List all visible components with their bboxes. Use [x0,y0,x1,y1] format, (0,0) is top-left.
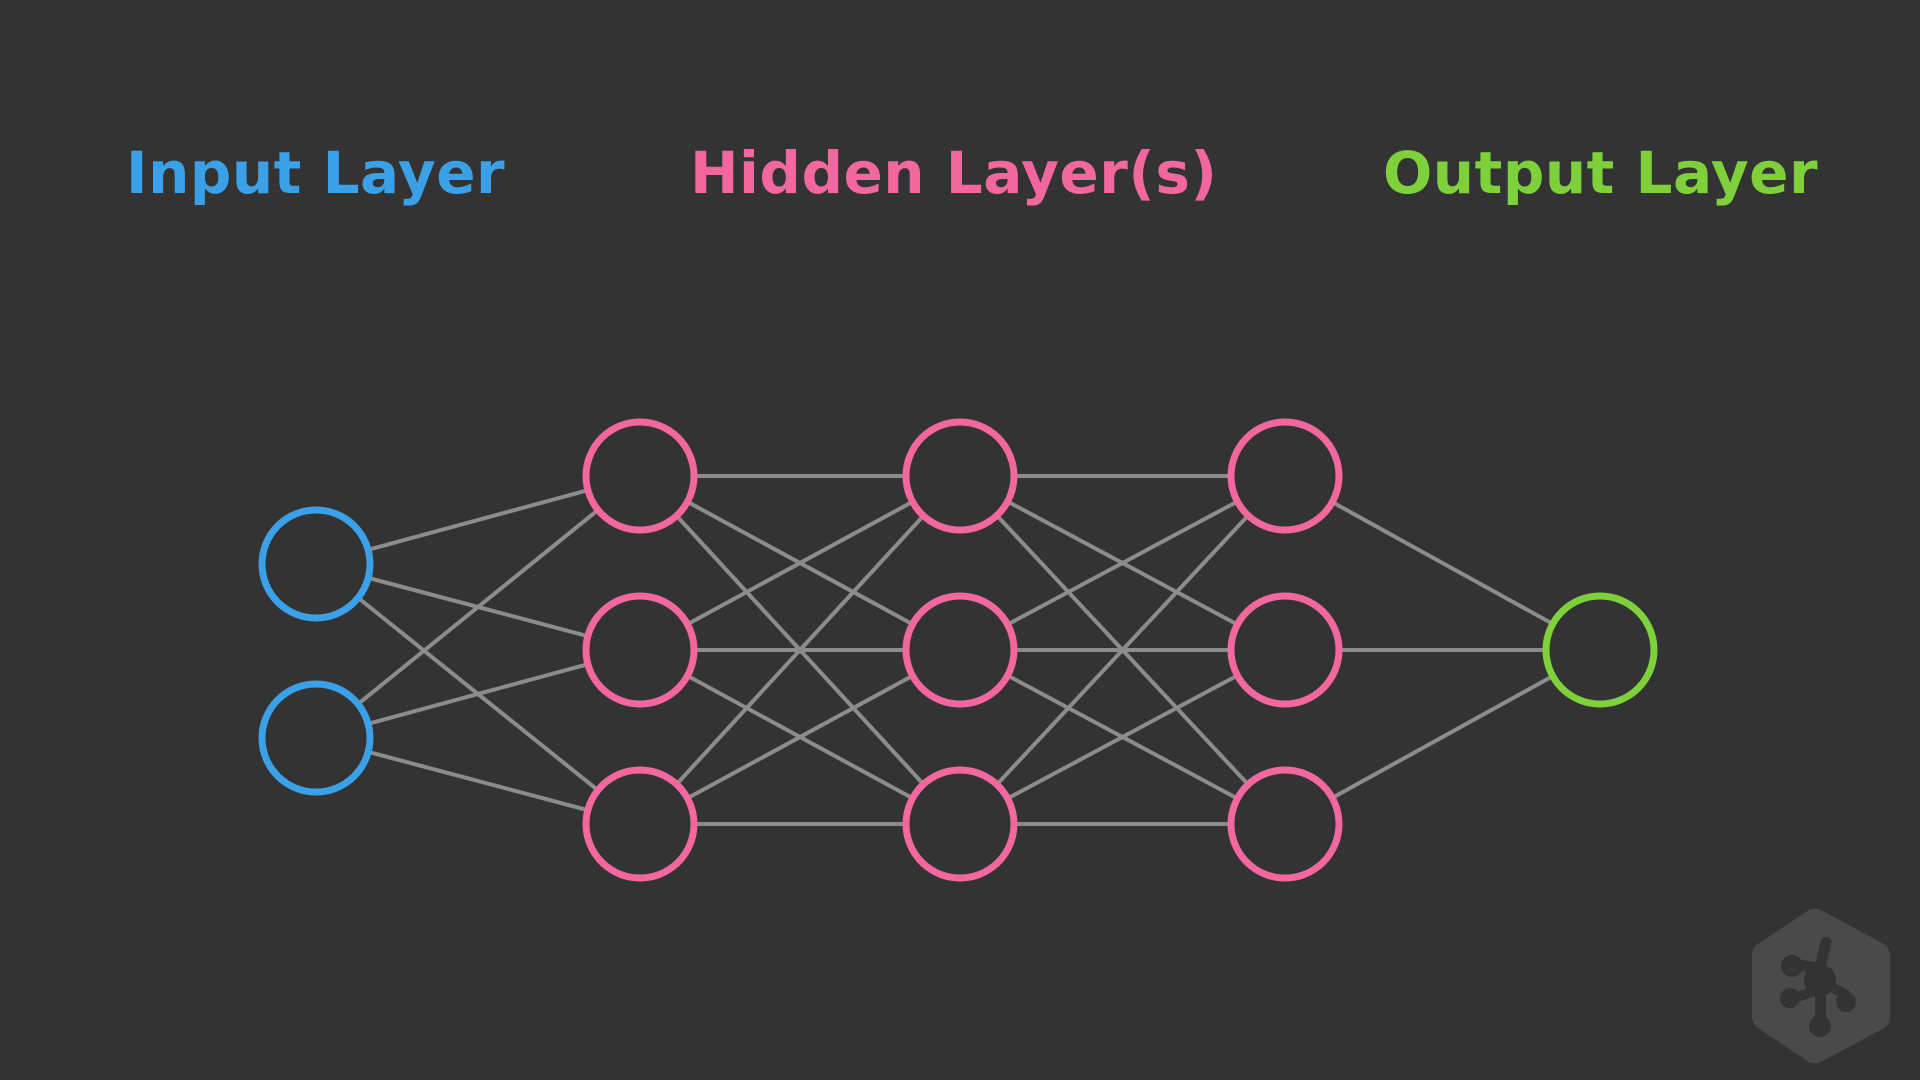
edge-i2-h1_2 [366,662,590,726]
neuron-node-h3_1[interactable] [1227,418,1343,534]
edge-h1_3-h2_2 [685,673,915,801]
hidden-layer-label: Hidden Layer(s) [690,139,1218,207]
edge-h2_3-h3_2 [1005,673,1240,801]
edge-h2_2-h3_1 [1005,499,1240,627]
edges-group [355,474,1555,826]
edge-h3_1-o1 [1330,500,1555,626]
neuron-node-h1_2[interactable] [582,592,698,708]
neuron-node-i2[interactable] [258,680,374,796]
edge-h3_3-o1 [1330,674,1555,800]
neuron-node-h3_2[interactable] [1227,592,1343,708]
neuron-node-h3_3[interactable] [1227,766,1343,882]
neuron-node-h2_1[interactable] [902,418,1018,534]
nodes-group [258,418,1658,882]
edge-h2_3-h3_1 [994,513,1251,787]
edge-i1-h1_1 [366,488,590,552]
neuron-node-h1_3[interactable] [582,766,698,882]
edge-i2-h1_3 [366,749,590,813]
neuron-node-i1[interactable] [258,506,374,622]
edge-i2-h1_1 [355,507,601,707]
neuron-node-h1_1[interactable] [582,418,698,534]
neuron-node-h2_2[interactable] [902,592,1018,708]
neuron-node-o1[interactable] [1542,592,1658,708]
edge-h1_3-h2_1 [674,513,926,787]
edge-h1_2-h2_1 [685,499,915,627]
neuron-node-h2_3[interactable] [902,766,1018,882]
input-layer-label: Input Layer [126,139,506,207]
output-layer-label: Output Layer [1383,139,1819,207]
